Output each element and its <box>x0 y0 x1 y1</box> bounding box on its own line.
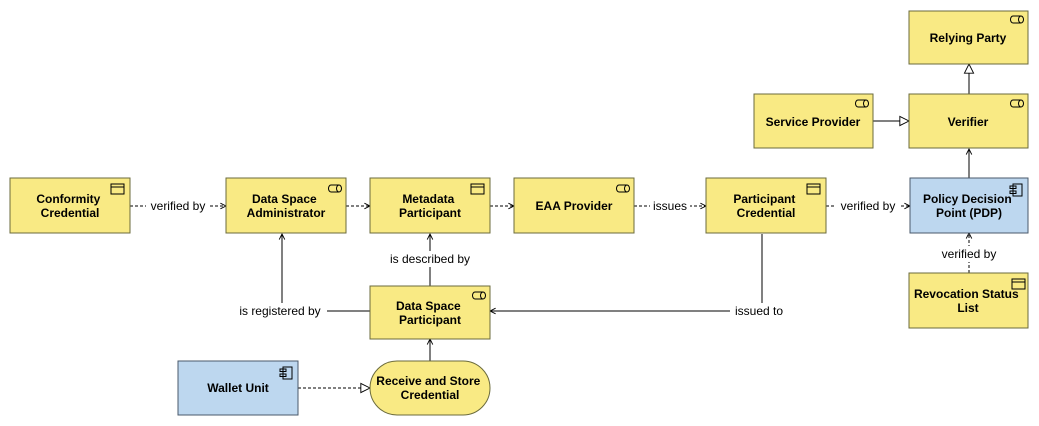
business-object-icon <box>806 183 821 195</box>
svg-text:Data Space Administrator: Data Space Administrator <box>247 192 326 220</box>
node-label-line: Credential <box>401 388 460 402</box>
role-icon <box>855 99 869 108</box>
business-object-icon <box>110 183 125 195</box>
node-policy-decision-point[interactable]: Policy Decision Point (PDP) <box>909 177 1029 234</box>
node-label-line: Service Provider <box>766 115 861 129</box>
node-label-line: Credential <box>41 206 100 220</box>
node-revocation-status-list[interactable]: Revocation Status List <box>908 272 1029 329</box>
node-label-line: Credential <box>737 206 796 220</box>
node-label-line: Relying Party <box>930 31 1007 45</box>
node-label-line: Wallet Unit <box>207 381 269 395</box>
node-label-line: Participant <box>399 206 461 220</box>
svg-text:Conformity Credential: Conformity Credential <box>36 192 103 220</box>
role-icon <box>1010 99 1024 108</box>
node-label-line: EAA Provider <box>536 199 613 213</box>
component-icon <box>1009 183 1023 197</box>
svg-text:Participant Credential: Participant Credential <box>733 192 798 220</box>
edge-label-eaa-issues: issues <box>653 199 687 213</box>
node-label-line: Revocation Status <box>914 287 1019 301</box>
svg-text:Policy Decision Point (P: Policy Decision Point (PDP) <box>923 192 1015 220</box>
edge-label-is-registered-by: is registered by <box>239 304 320 318</box>
node-label-line: List <box>957 301 978 315</box>
role-icon <box>616 184 630 193</box>
edge-label-is-described-by: is described by <box>390 252 470 266</box>
edge-label-conformity-verified-by: verified by <box>151 199 206 213</box>
svg-text:Revocation Status List: Revocation Status List <box>914 287 1022 315</box>
business-object-icon <box>1011 278 1026 290</box>
node-wallet-unit[interactable]: Wallet Unit <box>177 360 299 416</box>
edge-label-issued-to: issued to <box>735 304 783 318</box>
node-label-line: Verifier <box>948 115 989 129</box>
node-label-line: Policy Decision <box>923 192 1012 206</box>
edges: verified by issues verified by verified … <box>130 64 1001 388</box>
svg-text:Service Provider: Service Provider <box>766 115 861 129</box>
node-label-line: Data Space <box>396 299 461 313</box>
node-conformity-credential[interactable]: Conformity Credential <box>9 177 131 234</box>
node-verifier[interactable]: Verifier <box>908 93 1029 149</box>
node-label-line: Point (PDP) <box>936 206 1002 220</box>
node-label-line: Receive and Store <box>376 374 480 388</box>
node-data-space-participant[interactable]: Data Space Participant <box>369 285 491 340</box>
edge-issued-to[interactable] <box>490 234 763 311</box>
edge-label-participant-credential-verified-by: verified by <box>841 199 896 213</box>
component-icon <box>279 366 293 380</box>
node-label-line: Participant <box>733 192 795 206</box>
node-relying-party[interactable]: Relying Party <box>908 10 1029 65</box>
svg-text:Receive and Store Creden: Receive and Store Credential <box>376 374 483 402</box>
edge-is-registered-by[interactable] <box>282 234 370 312</box>
node-label-line: Conformity <box>36 192 100 206</box>
edge-label-revocation-verified-by: verified by <box>942 247 997 261</box>
svg-text:EAA Provider: EAA Provider <box>536 199 613 213</box>
svg-text:Wallet Unit: Wallet Unit <box>207 381 269 395</box>
node-data-space-administrator[interactable]: Data Space Administrator <box>225 177 347 234</box>
node-label-line: Data Space <box>252 192 317 206</box>
svg-text:Verifier: Verifier <box>948 115 989 129</box>
svg-text:Metadata Participant: Metadata Participant <box>399 192 461 220</box>
node-receive-and-store-credential[interactable]: Receive and Store Credential <box>369 360 491 416</box>
svg-text:Relying Party: Relying Party <box>930 31 1007 45</box>
node-eaa-provider[interactable]: EAA Provider <box>513 177 635 234</box>
svg-text:Data Space Participant: Data Space Participant <box>396 299 464 327</box>
node-label-line: Administrator <box>247 206 326 220</box>
node-participant-credential[interactable]: Participant Credential <box>705 177 827 234</box>
node-label-line: Participant <box>399 313 461 327</box>
node-metadata-participant[interactable]: Metadata Participant <box>369 177 491 234</box>
role-icon <box>1010 15 1024 24</box>
node-label-line: Metadata <box>402 192 454 206</box>
business-object-icon <box>470 183 485 195</box>
role-icon <box>472 291 486 300</box>
node-service-provider[interactable]: Service Provider <box>753 93 874 149</box>
role-icon <box>328 184 342 193</box>
